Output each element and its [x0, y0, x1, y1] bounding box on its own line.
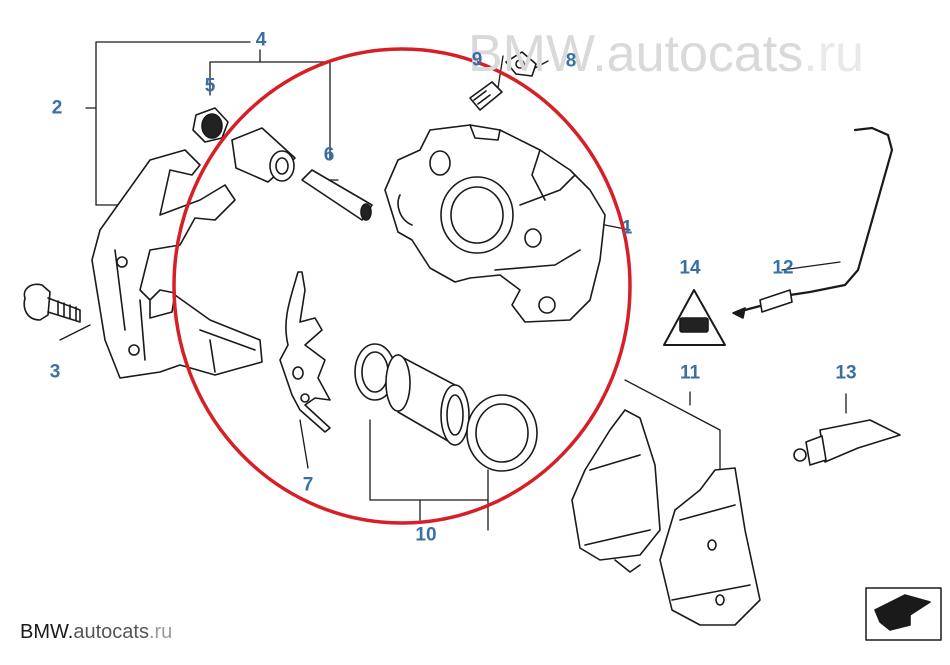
watermark-site: autocats [606, 25, 804, 83]
callout-12[interactable]: 12 [772, 257, 794, 279]
leader-lines [59, 41, 847, 531]
brake-caliper-icon [384, 124, 606, 323]
footer-brand-name: BMW. [20, 621, 74, 643]
callout-8[interactable]: 8 [565, 50, 577, 72]
guide-pin-icon [301, 169, 373, 221]
wear-sensor-icon [732, 126, 894, 319]
piston-kit-icon [354, 343, 538, 472]
highlight-circle [172, 47, 632, 525]
brake-pads-icon [571, 409, 761, 626]
callout-11[interactable]: 11 [679, 362, 701, 384]
callout-2[interactable]: 2 [51, 97, 63, 119]
bleeder-cap-icon [505, 51, 537, 77]
callout-14[interactable]: 14 [679, 257, 701, 279]
watermark: BMW.autocats.ru [468, 28, 864, 80]
caliper-carrier-icon [91, 149, 263, 379]
callout-10[interactable]: 10 [415, 524, 437, 546]
grease-tube-icon [793, 419, 901, 466]
callout-13[interactable]: 13 [835, 362, 857, 384]
guide-bushing-icon [231, 127, 296, 183]
callout-5[interactable]: 5 [204, 75, 216, 97]
callout-9[interactable]: 9 [471, 49, 483, 71]
watermark-tld: .ru [803, 25, 864, 83]
next-page-arrow-icon[interactable] [865, 587, 942, 641]
callout-7[interactable]: 7 [302, 474, 314, 496]
watermark-brand: BMW. [468, 25, 607, 83]
retaining-spring-icon [279, 271, 331, 433]
footer-site: autocats [73, 621, 149, 643]
callout-4[interactable]: 4 [255, 29, 267, 51]
footer-brand: BMW.autocats.ru [20, 622, 172, 642]
warning-symbol-icon [663, 289, 726, 346]
callout-3[interactable]: 3 [49, 361, 61, 383]
callout-1[interactable]: 1 [621, 217, 633, 239]
callout-6[interactable]: 6 [323, 144, 335, 166]
bolt-icon [23, 283, 81, 323]
bleeder-valve-icon [469, 81, 503, 111]
footer-tld: .ru [148, 621, 173, 643]
bushing-cap-icon [192, 107, 229, 143]
